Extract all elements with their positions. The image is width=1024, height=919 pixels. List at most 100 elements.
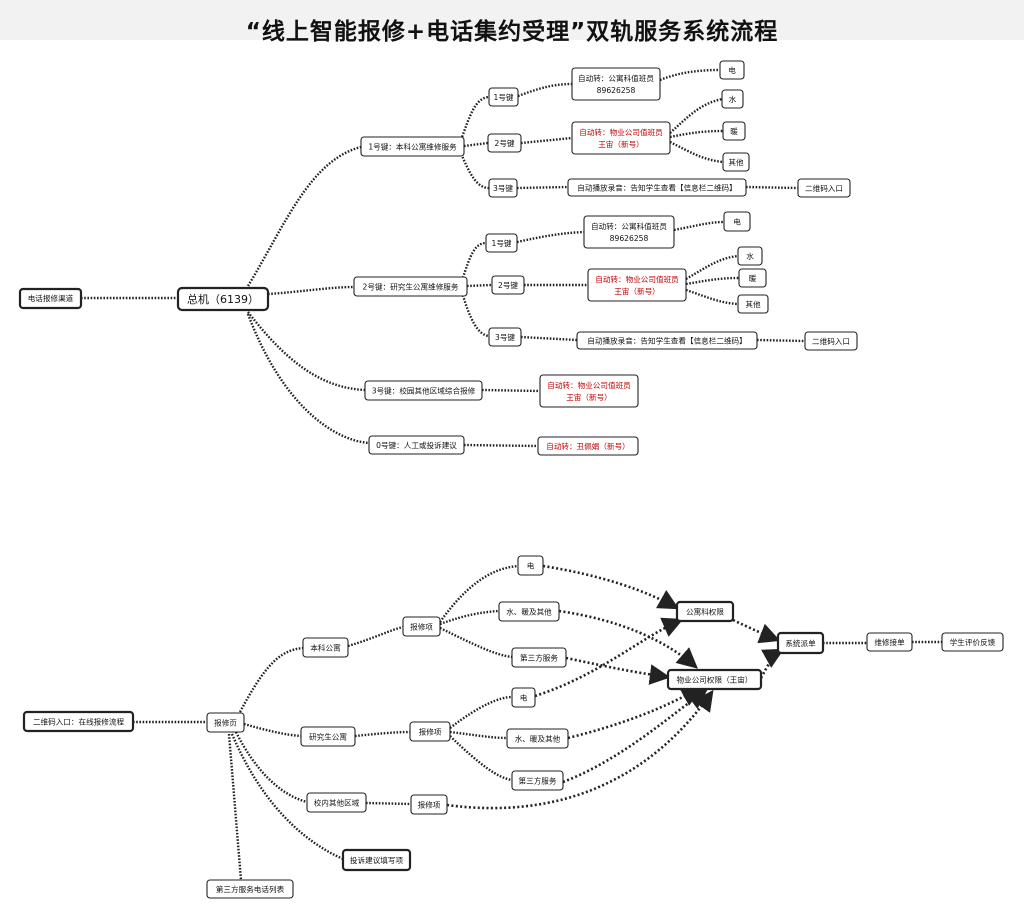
online-permission-arrows [446,564,785,810]
svg-text:3号键: 3号键 [495,332,515,342]
svg-text:水: 水 [746,251,754,261]
svg-text:报修页: 报修页 [214,718,237,728]
node-key2-k3-target: 自动播放录音：告知学生查看【信息栏二维码】 [576,331,758,350]
node-phone-entry: 电话报修渠道 [18,287,83,310]
leaf-undergrad-water: 水、暖及其他 [498,601,560,622]
svg-text:自动转：物业公司值班员: 自动转：物业公司值班员 [579,127,663,137]
svg-text:自动转：公寓科值班员: 自动转：公寓科值班员 [578,73,654,83]
node-undergrad-apt: 本科公寓 [302,637,349,658]
svg-text:自动转：物业公司值班员: 自动转：物业公司值班员 [595,274,679,284]
svg-text:电: 电 [520,693,528,703]
node-switchboard: 总机（6139） [176,286,270,312]
svg-text:2号键：研究生公寓维修服务: 2号键：研究生公寓维修服务 [363,282,459,292]
leaf-key1-other: 其他 [722,152,750,172]
node-feedback: 学生评价反馈 [941,632,1004,652]
title-band [0,0,1024,40]
node-grad-apt: 研究生公寓 [300,726,356,747]
svg-text:电: 电 [527,561,535,571]
svg-text:投诉建议填写项: 投诉建议填写项 [350,855,404,865]
svg-text:第三方服务电话列表: 第三方服务电话列表 [216,884,285,894]
svg-text:电: 电 [728,65,736,75]
svg-text:暖: 暖 [749,274,757,283]
node-campus-other: 校内其他区域 [306,792,367,813]
svg-text:1号键：本科公寓维修服务: 1号键：本科公寓维修服务 [368,142,457,152]
node-key1-k2-target: 自动转：物业公司值班员 王宙（新号） [571,121,671,155]
svg-text:第三方服务: 第三方服务 [519,776,557,786]
leaf-key2-other: 其他 [737,294,769,314]
svg-text:报修项: 报修项 [410,622,433,632]
svg-text:自动播放录音：告知学生查看【信息栏二维码】: 自动播放录音：告知学生查看【信息栏二维码】 [587,336,746,346]
leaf-grad-water: 水、暖及其他 [506,728,569,749]
node-key2-k3: 3号键 [488,327,522,347]
svg-text:报修项: 报修项 [418,800,441,810]
svg-text:王宙（新号）: 王宙（新号） [566,392,612,402]
node-key0-complaint: 0号键：人工或投诉建议 [368,435,465,455]
leaf-key2-heat: 暖 [738,268,767,288]
svg-text:2号键: 2号键 [498,280,518,290]
svg-text:0号键：人工或投诉建议: 0号键：人工或投诉建议 [376,440,457,450]
node-key2-grad: 2号键：研究生公寓维修服务 [353,276,468,297]
node-perm-office: 公寓科权限 [675,600,735,623]
svg-text:自动播放录音：告知学生查看【信息栏二维码】: 自动播放录音：告知学生查看【信息栏二维码】 [577,183,736,193]
node-key2-k2-target: 自动转：物业公司值班员 王宙（新号） [587,268,687,302]
svg-text:维修接单: 维修接单 [874,637,905,647]
phone-connectors [81,68,806,448]
node-grad-item: 报修项 [409,721,451,742]
leaf-key2-qr: 二维码入口 [804,331,858,351]
node-key1-undergrad: 1号键：本科公寓维修服务 [360,136,465,157]
svg-text:学生评价反馈: 学生评价反馈 [950,637,996,647]
leaf-key2-elec: 电 [723,211,751,232]
svg-text:二维码入口: 二维码入口 [812,336,850,346]
svg-text:其他: 其他 [728,157,744,167]
svg-text:报修项: 报修项 [419,727,442,737]
leaf-key2-water: 水 [737,246,763,266]
node-complaint-form: 投诉建议填写项 [341,848,412,872]
svg-text:研究生公寓: 研究生公寓 [309,732,347,742]
node-key1-k1: 1号键 [488,87,519,107]
svg-text:1号键: 1号键 [491,238,511,248]
svg-text:3号键：校园其他区域综合报修: 3号键：校园其他区域综合报修 [372,386,476,396]
svg-text:系统派单: 系统派单 [785,638,816,648]
svg-text:水: 水 [729,94,737,104]
svg-text:自动转：丑佩娟（新号）: 自动转：丑佩娟（新号） [546,441,630,451]
node-online-entry: 二维码入口：在线报修流程 [22,710,135,733]
node-third-party-list: 第三方服务电话列表 [206,879,294,899]
svg-text:二维码入口: 二维码入口 [805,183,843,193]
svg-text:第三方服务: 第三方服务 [520,653,558,663]
node-campus-item: 报修项 [410,794,448,815]
svg-text:二维码入口：在线报修流程: 二维码入口：在线报修流程 [33,717,125,727]
node-dispatch: 系统派单 [776,631,825,655]
svg-text:校内其他区域: 校内其他区域 [314,798,360,808]
svg-text:王宙（新号）: 王宙（新号） [598,139,644,149]
online-connectors [133,564,942,881]
svg-text:水、暖及其他: 水、暖及其他 [515,734,561,744]
node-perm-property: 物业公司权限（王宙） [666,668,763,691]
node-repair-page: 报修页 [206,712,245,733]
node-key2-k1-target: 自动转：公寓科值班员 89626258 [583,215,675,249]
node-receive-order: 维修接单 [866,632,913,652]
node-key3-target: 自动转：物业公司值班员 王宙（新号） [539,374,639,408]
leaf-key1-water: 水 [721,89,744,109]
leaf-key1-heat: 暖 [722,121,746,141]
svg-text:1号键: 1号键 [493,92,513,102]
node-undergrad-item: 报修项 [402,616,441,637]
node-key3-campus: 3号键：校园其他区域综合报修 [364,380,483,401]
leaf-undergrad-third: 第三方服务 [511,647,567,668]
svg-text:3号键: 3号键 [493,183,513,193]
node-key1-k3: 3号键 [488,178,518,198]
leaf-grad-elec: 电 [511,687,536,708]
svg-text:本科公寓: 本科公寓 [310,643,341,653]
page-title: “线上智能报修+电话集约受理”双轨服务系统流程 [245,19,779,45]
node-key1-k1-target: 自动转：公寓科值班员 89626258 [571,67,661,101]
svg-text:其他: 其他 [745,299,761,309]
node-key0-target: 自动转：丑佩娟（新号） [537,436,639,456]
svg-text:水、暖及其他: 水、暖及其他 [506,607,552,617]
svg-text:总机（6139）: 总机（6139） [187,292,259,306]
leaf-key1-qr: 二维码入口 [797,178,851,198]
svg-text:自动转：物业公司值班员: 自动转：物业公司值班员 [547,380,631,390]
node-key2-k1: 1号键 [485,233,518,253]
leaf-grad-third: 第三方服务 [511,770,564,791]
svg-text:暖: 暖 [730,127,738,136]
svg-text:自动转：公寓科值班员: 自动转：公寓科值班员 [591,221,667,231]
